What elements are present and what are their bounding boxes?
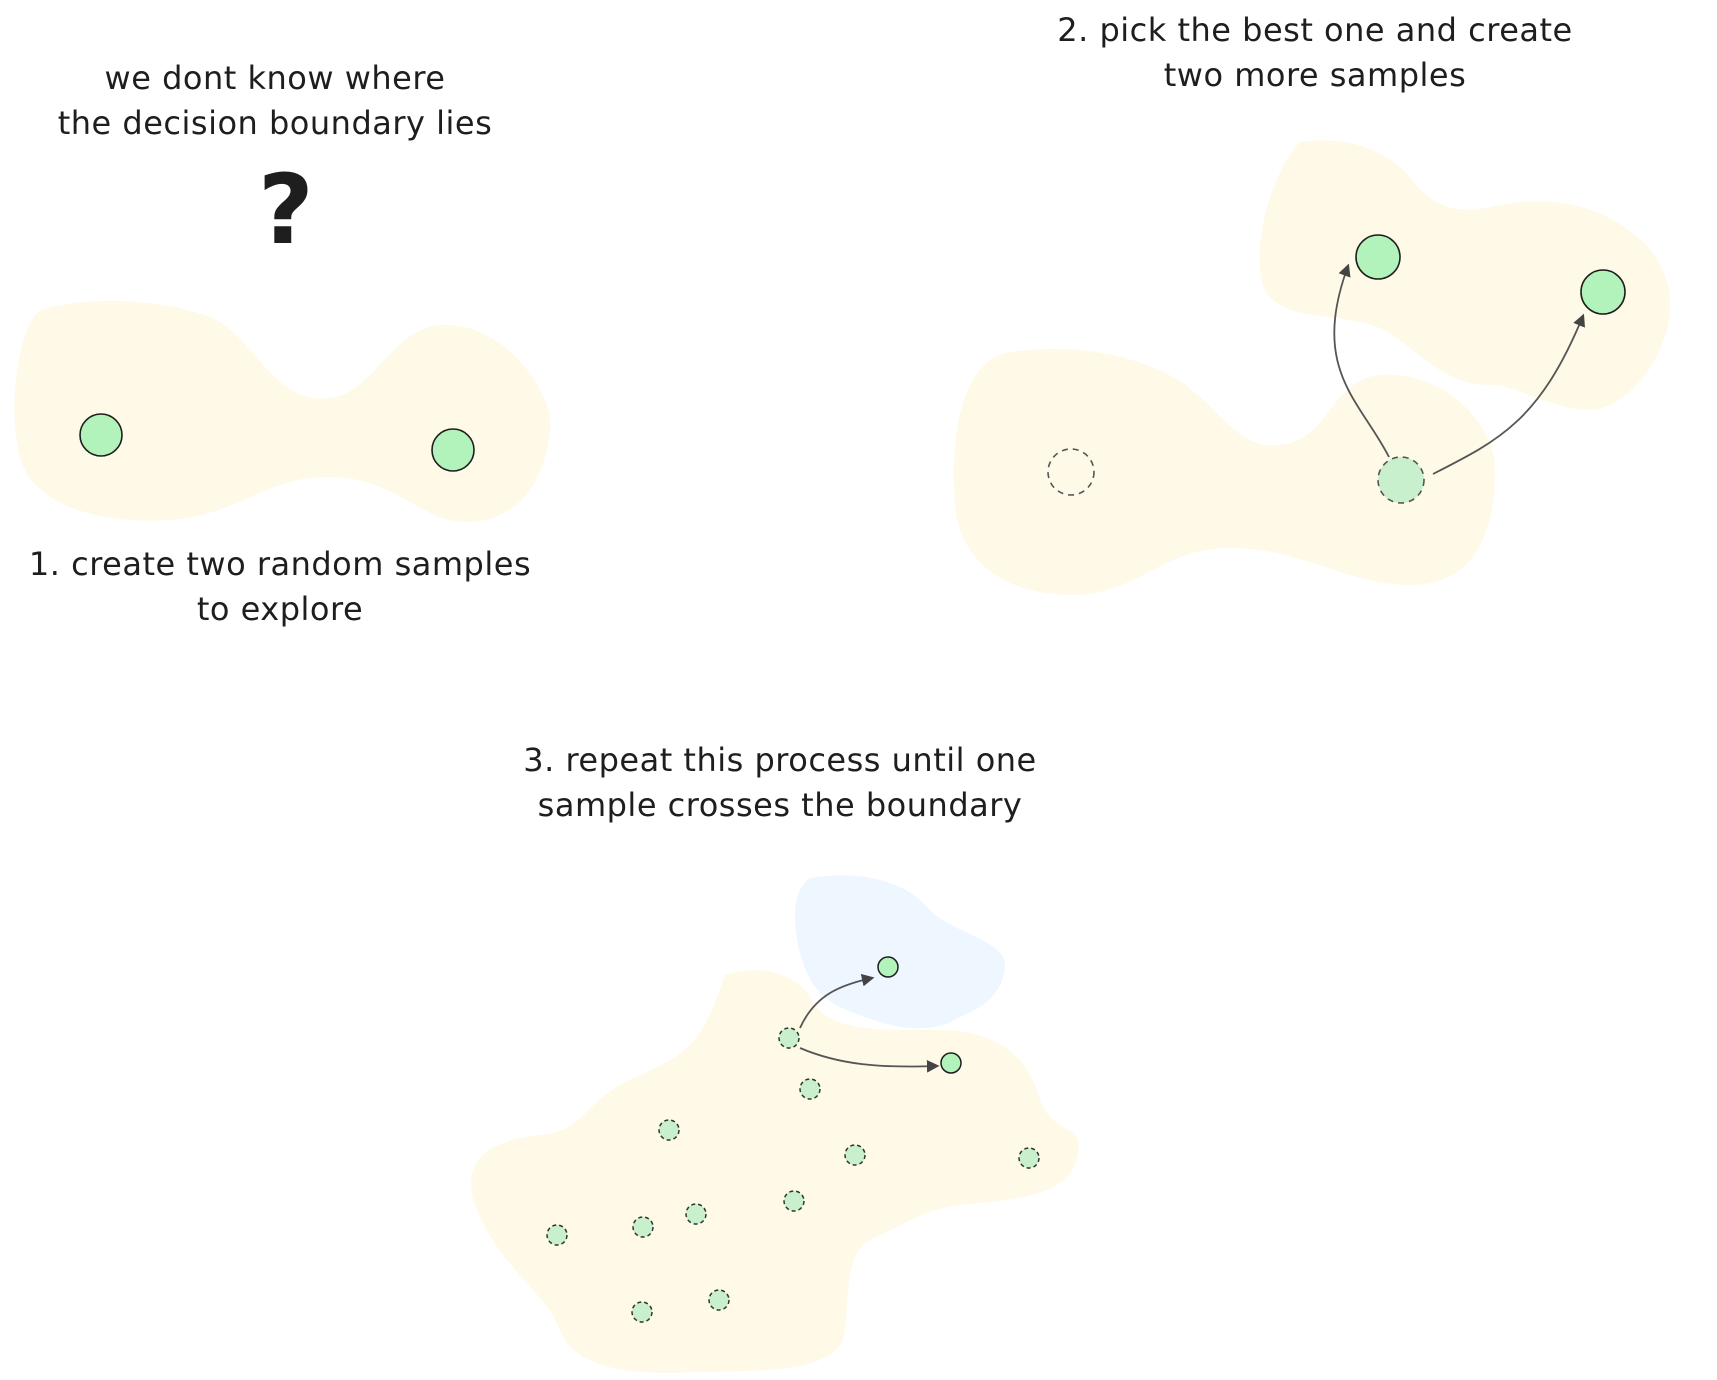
arrow: [799, 1047, 940, 1073]
sample-point: [940, 1052, 962, 1074]
step-1-line-2: to explore: [196, 590, 364, 628]
explored-sample-point: [783, 1190, 805, 1212]
intro-line-1: we dont know where: [104, 59, 446, 97]
arrow: [799, 974, 875, 1029]
sample-point: [79, 413, 123, 457]
explored-sample-point: [632, 1216, 654, 1238]
explored-sample-point: [1047, 448, 1095, 496]
explored-sample-point: [844, 1144, 866, 1166]
panel-3: [471, 875, 1079, 1373]
question-mark: ?: [258, 154, 314, 266]
explored-sample-point: [658, 1119, 680, 1141]
search-region: [14, 300, 551, 523]
arrow: [1432, 313, 1585, 475]
sample-point: [1580, 269, 1626, 315]
explored-sample-point: [799, 1078, 821, 1100]
explored-sample-point: [685, 1203, 707, 1225]
panel-2: [953, 140, 1671, 595]
step-1-caption: 1. create two random samples to explore: [10, 542, 550, 632]
step-2-line-2: two more samples: [1163, 56, 1467, 94]
intro-caption: we dont know where the decision boundary…: [35, 56, 515, 146]
panel-1: [14, 300, 551, 523]
boundary-crossed-region: [794, 875, 1006, 1029]
step-2-caption: 2. pick the best one and create two more…: [1020, 8, 1610, 98]
explored-sample-point: [1018, 1147, 1040, 1169]
sample-point: [1355, 234, 1401, 280]
selected-sample-point: [1377, 456, 1425, 504]
step-3-caption: 3. repeat this process until one sample …: [490, 738, 1070, 828]
explored-sample-point: [631, 1301, 653, 1323]
sample-point: [877, 956, 899, 978]
explored-sample-point: [546, 1224, 568, 1246]
step-1-line-1: 1. create two random samples: [28, 545, 532, 583]
search-region: [471, 969, 1079, 1373]
search-region-expanded: [1259, 140, 1671, 411]
step-2-line-1: 2. pick the best one and create: [1057, 11, 1573, 49]
explored-sample-point: [778, 1027, 800, 1049]
explored-sample-point: [708, 1289, 730, 1311]
intro-line-2: the decision boundary lies: [57, 104, 493, 142]
arrow: [1333, 263, 1390, 458]
sample-point: [431, 428, 475, 472]
step-3-line-2: sample crosses the boundary: [537, 786, 1023, 824]
step-3-line-1: 3. repeat this process until one: [523, 741, 1037, 779]
